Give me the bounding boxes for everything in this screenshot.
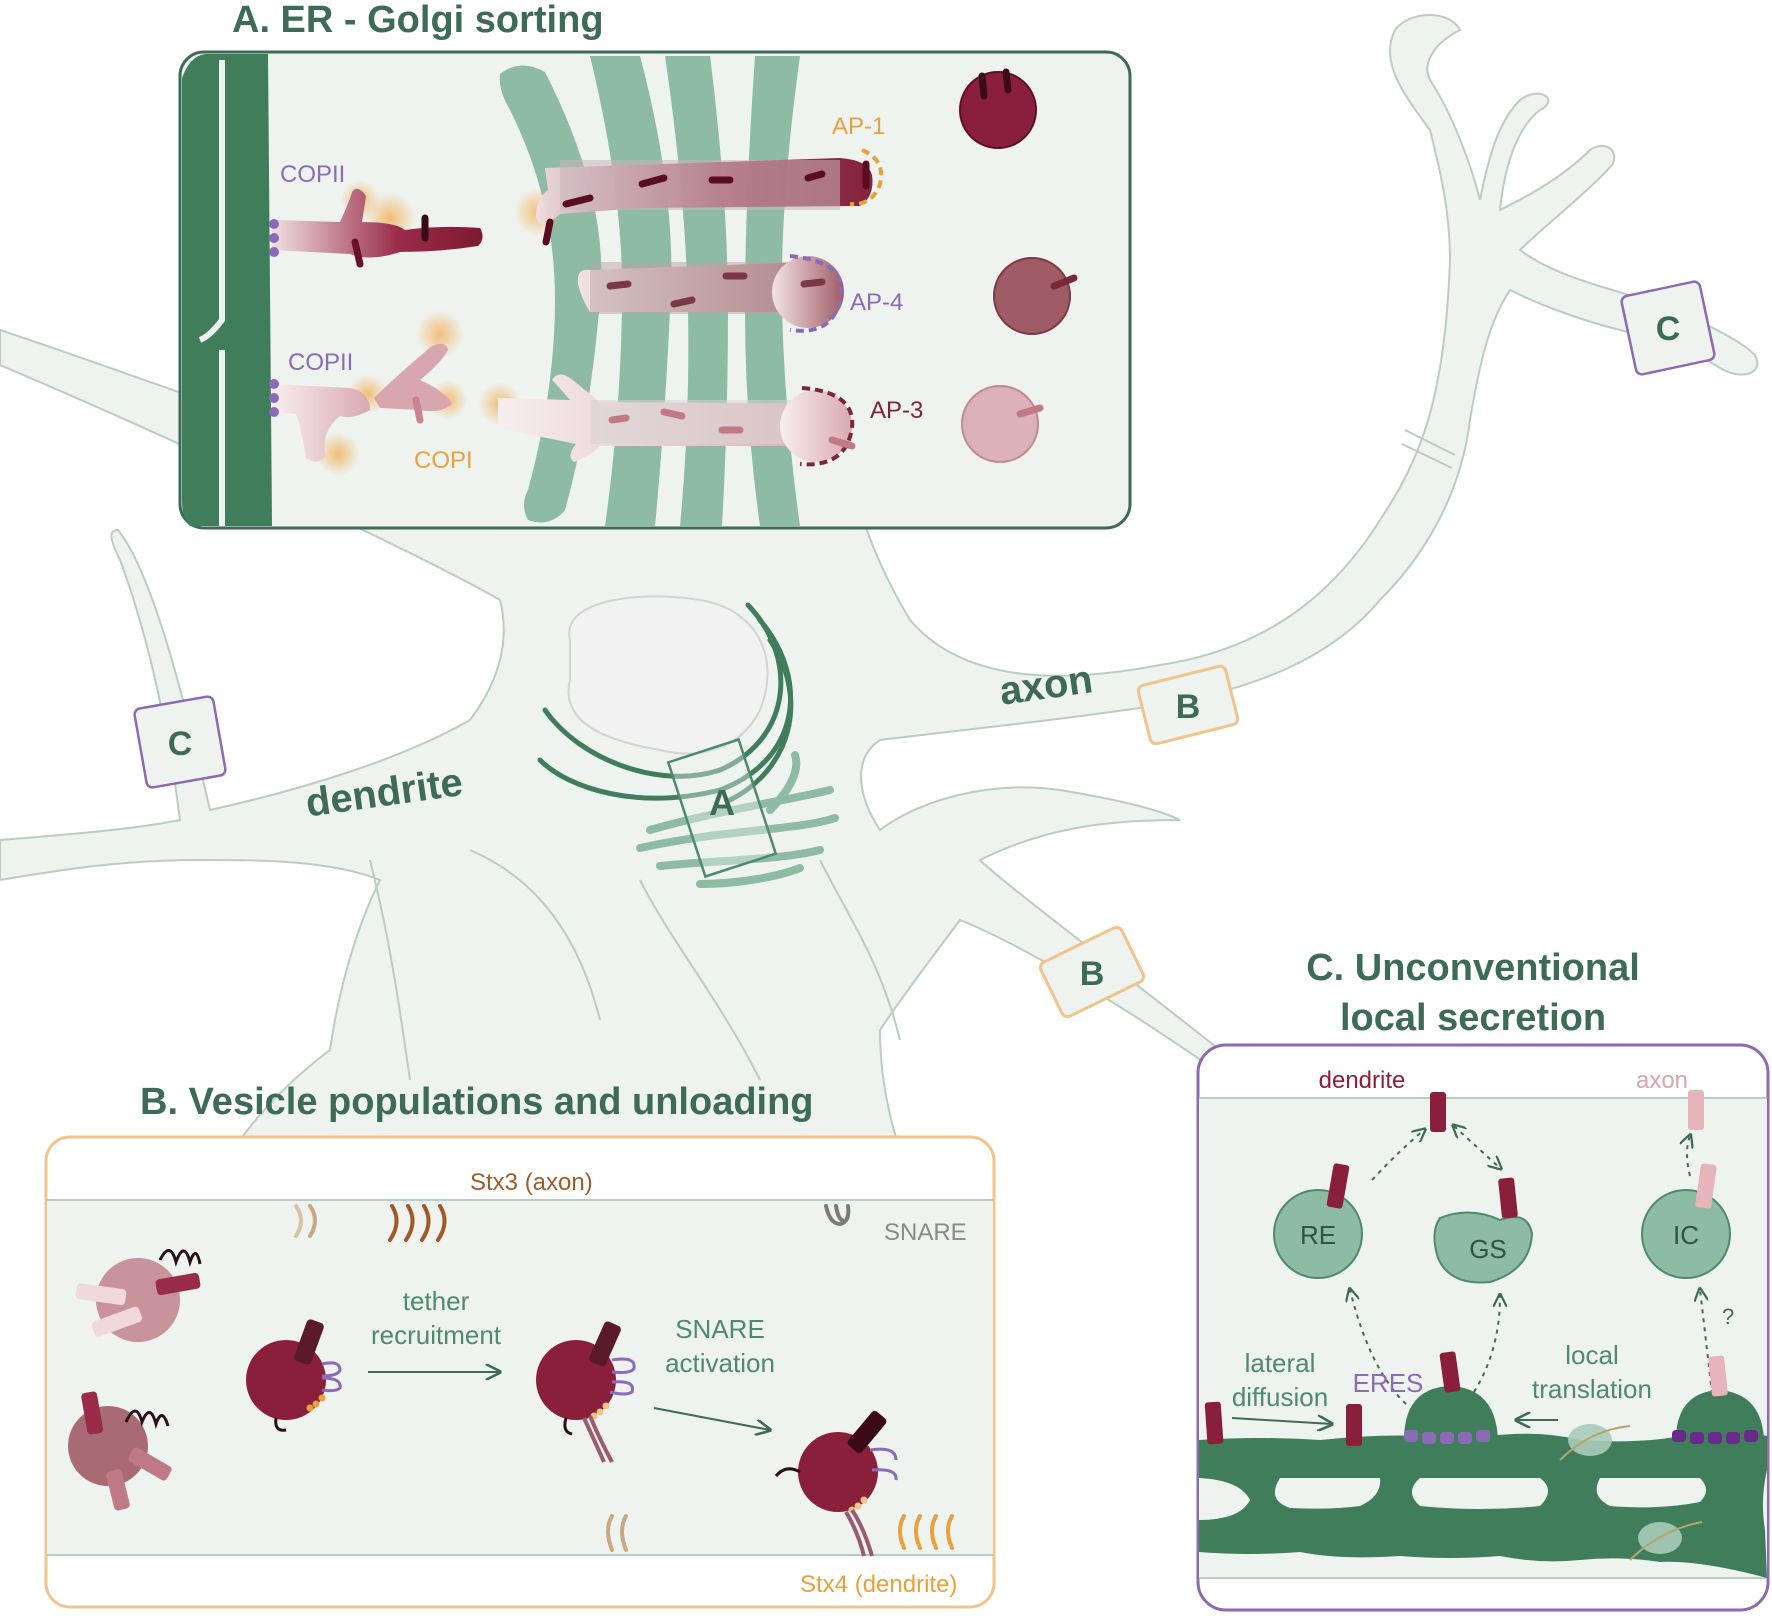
box-b1-label: B <box>1176 688 1201 726</box>
eres-label: ERES <box>1353 1368 1424 1398</box>
neuron-cell <box>0 14 1759 1171</box>
snare-label: SNARE <box>884 1219 967 1246</box>
copii-label-1: COPII <box>280 161 345 188</box>
nucleus <box>567 595 769 755</box>
neuron-body <box>0 14 1759 1171</box>
ribosome-2 <box>1629 1521 1703 1561</box>
copii-tubule-maroon <box>272 188 483 258</box>
stx4-label: Stx4 (dendrite) <box>800 1571 957 1598</box>
box-c2-label: C <box>1656 310 1681 348</box>
box-a <box>666 737 778 879</box>
panel-b: B. Vesicle populations and unloading Stx… <box>44 1081 996 1609</box>
stx3-chevrons <box>294 1204 851 1242</box>
lateral-label-1: lateral <box>1245 1348 1316 1378</box>
snare-activation-label-2: activation <box>665 1348 775 1378</box>
stx3-label: Stx3 (axon) <box>470 1169 593 1196</box>
box-b1 <box>1136 664 1240 746</box>
soma-er <box>537 602 794 803</box>
copi-vesicle-pink <box>374 343 452 412</box>
copii-tubule-pink <box>272 384 370 462</box>
box-c1 <box>133 695 227 789</box>
ap4-coat <box>789 254 844 333</box>
vesicle-pink-b <box>75 1249 202 1342</box>
arrow-lateral-diffusion <box>1231 1418 1332 1424</box>
panel-c-title-1: C. Unconventional <box>1306 947 1640 989</box>
panel-c-er <box>1199 1433 1767 1578</box>
gs-label: GS <box>1469 1234 1507 1264</box>
question-mark: ? <box>1722 1304 1734 1329</box>
route-ap3: AP-3 COPI <box>269 310 923 476</box>
ap3-label: AP-3 <box>870 397 923 424</box>
vesicle-docking-2 <box>536 1321 636 1463</box>
ap4-label: AP-4 <box>850 289 903 316</box>
vesicle-docking-1 <box>246 1319 342 1432</box>
soma-golgi <box>636 751 839 888</box>
ic-label: IC <box>1673 1220 1699 1250</box>
ap3-coat <box>799 386 855 467</box>
box-a-label: A <box>709 782 735 823</box>
copii-label-2: COPII <box>288 349 353 376</box>
er-sheet-inner <box>198 60 225 526</box>
dendrite-branch-3 <box>639 879 761 1081</box>
vesicle-pink-a <box>961 385 1044 463</box>
eres-left <box>1404 1351 1498 1444</box>
tether-label-1: tether <box>403 1286 470 1316</box>
recycling-endosome: RE <box>1273 1163 1363 1279</box>
vesicle-mauve-a <box>993 257 1078 335</box>
arrow-snare-activation <box>653 1407 770 1430</box>
golgi-satellite: GS <box>1433 1177 1534 1284</box>
panel-c-dendrite-label: dendrite <box>1319 1067 1406 1094</box>
dendrite-branch-1 <box>369 859 411 1081</box>
box-b2-label: B <box>1080 955 1105 993</box>
re-label: RE <box>1300 1220 1336 1250</box>
ap1-label: AP-1 <box>832 113 885 140</box>
ap1-coat <box>849 148 884 207</box>
vesicle-mauve-b <box>68 1391 172 1511</box>
lateral-label-2: diffusion <box>1232 1382 1328 1412</box>
dendrite-branch-2 <box>469 849 601 1021</box>
ribosome-1 <box>1559 1424 1631 1461</box>
box-c2 <box>1620 280 1716 376</box>
box-c1-label: C <box>168 725 193 763</box>
local-label-1: local <box>1565 1340 1618 1370</box>
panel-a: A. ER - Golgi sorting <box>178 0 1132 530</box>
intermediate-compartment: IC <box>1641 1163 1731 1279</box>
panel-c: C. Unconventional local secretion dendri… <box>1196 947 1770 1612</box>
box-b2 <box>1038 925 1146 1019</box>
er-sheet <box>182 54 272 526</box>
panel-c-axon-label: axon <box>1636 1067 1688 1094</box>
eres-right <box>1672 1355 1764 1444</box>
tether-label-2: recruitment <box>371 1320 502 1350</box>
dendrite-branch-4 <box>819 859 901 1041</box>
route-ap4: AP-4 <box>577 254 903 333</box>
vesicle-maroon-a <box>959 68 1037 149</box>
panel-c-title-2: local secretion <box>1340 997 1606 1039</box>
route-ap1: AP-1 <box>269 113 885 268</box>
copi-label: COPI <box>414 447 473 474</box>
snare-activation-label-1: SNARE <box>675 1314 765 1344</box>
panel-c-cytoplasm <box>1199 1098 1767 1578</box>
axon-break-mark <box>1401 429 1456 469</box>
stx4-chevrons <box>606 1514 954 1552</box>
panel-b-title: B. Vesicle populations and unloading <box>140 1081 814 1123</box>
panel-a-title: A. ER - Golgi sorting <box>232 0 604 41</box>
vesicle-docking-3 <box>774 1410 898 1557</box>
local-label-2: translation <box>1532 1374 1652 1404</box>
